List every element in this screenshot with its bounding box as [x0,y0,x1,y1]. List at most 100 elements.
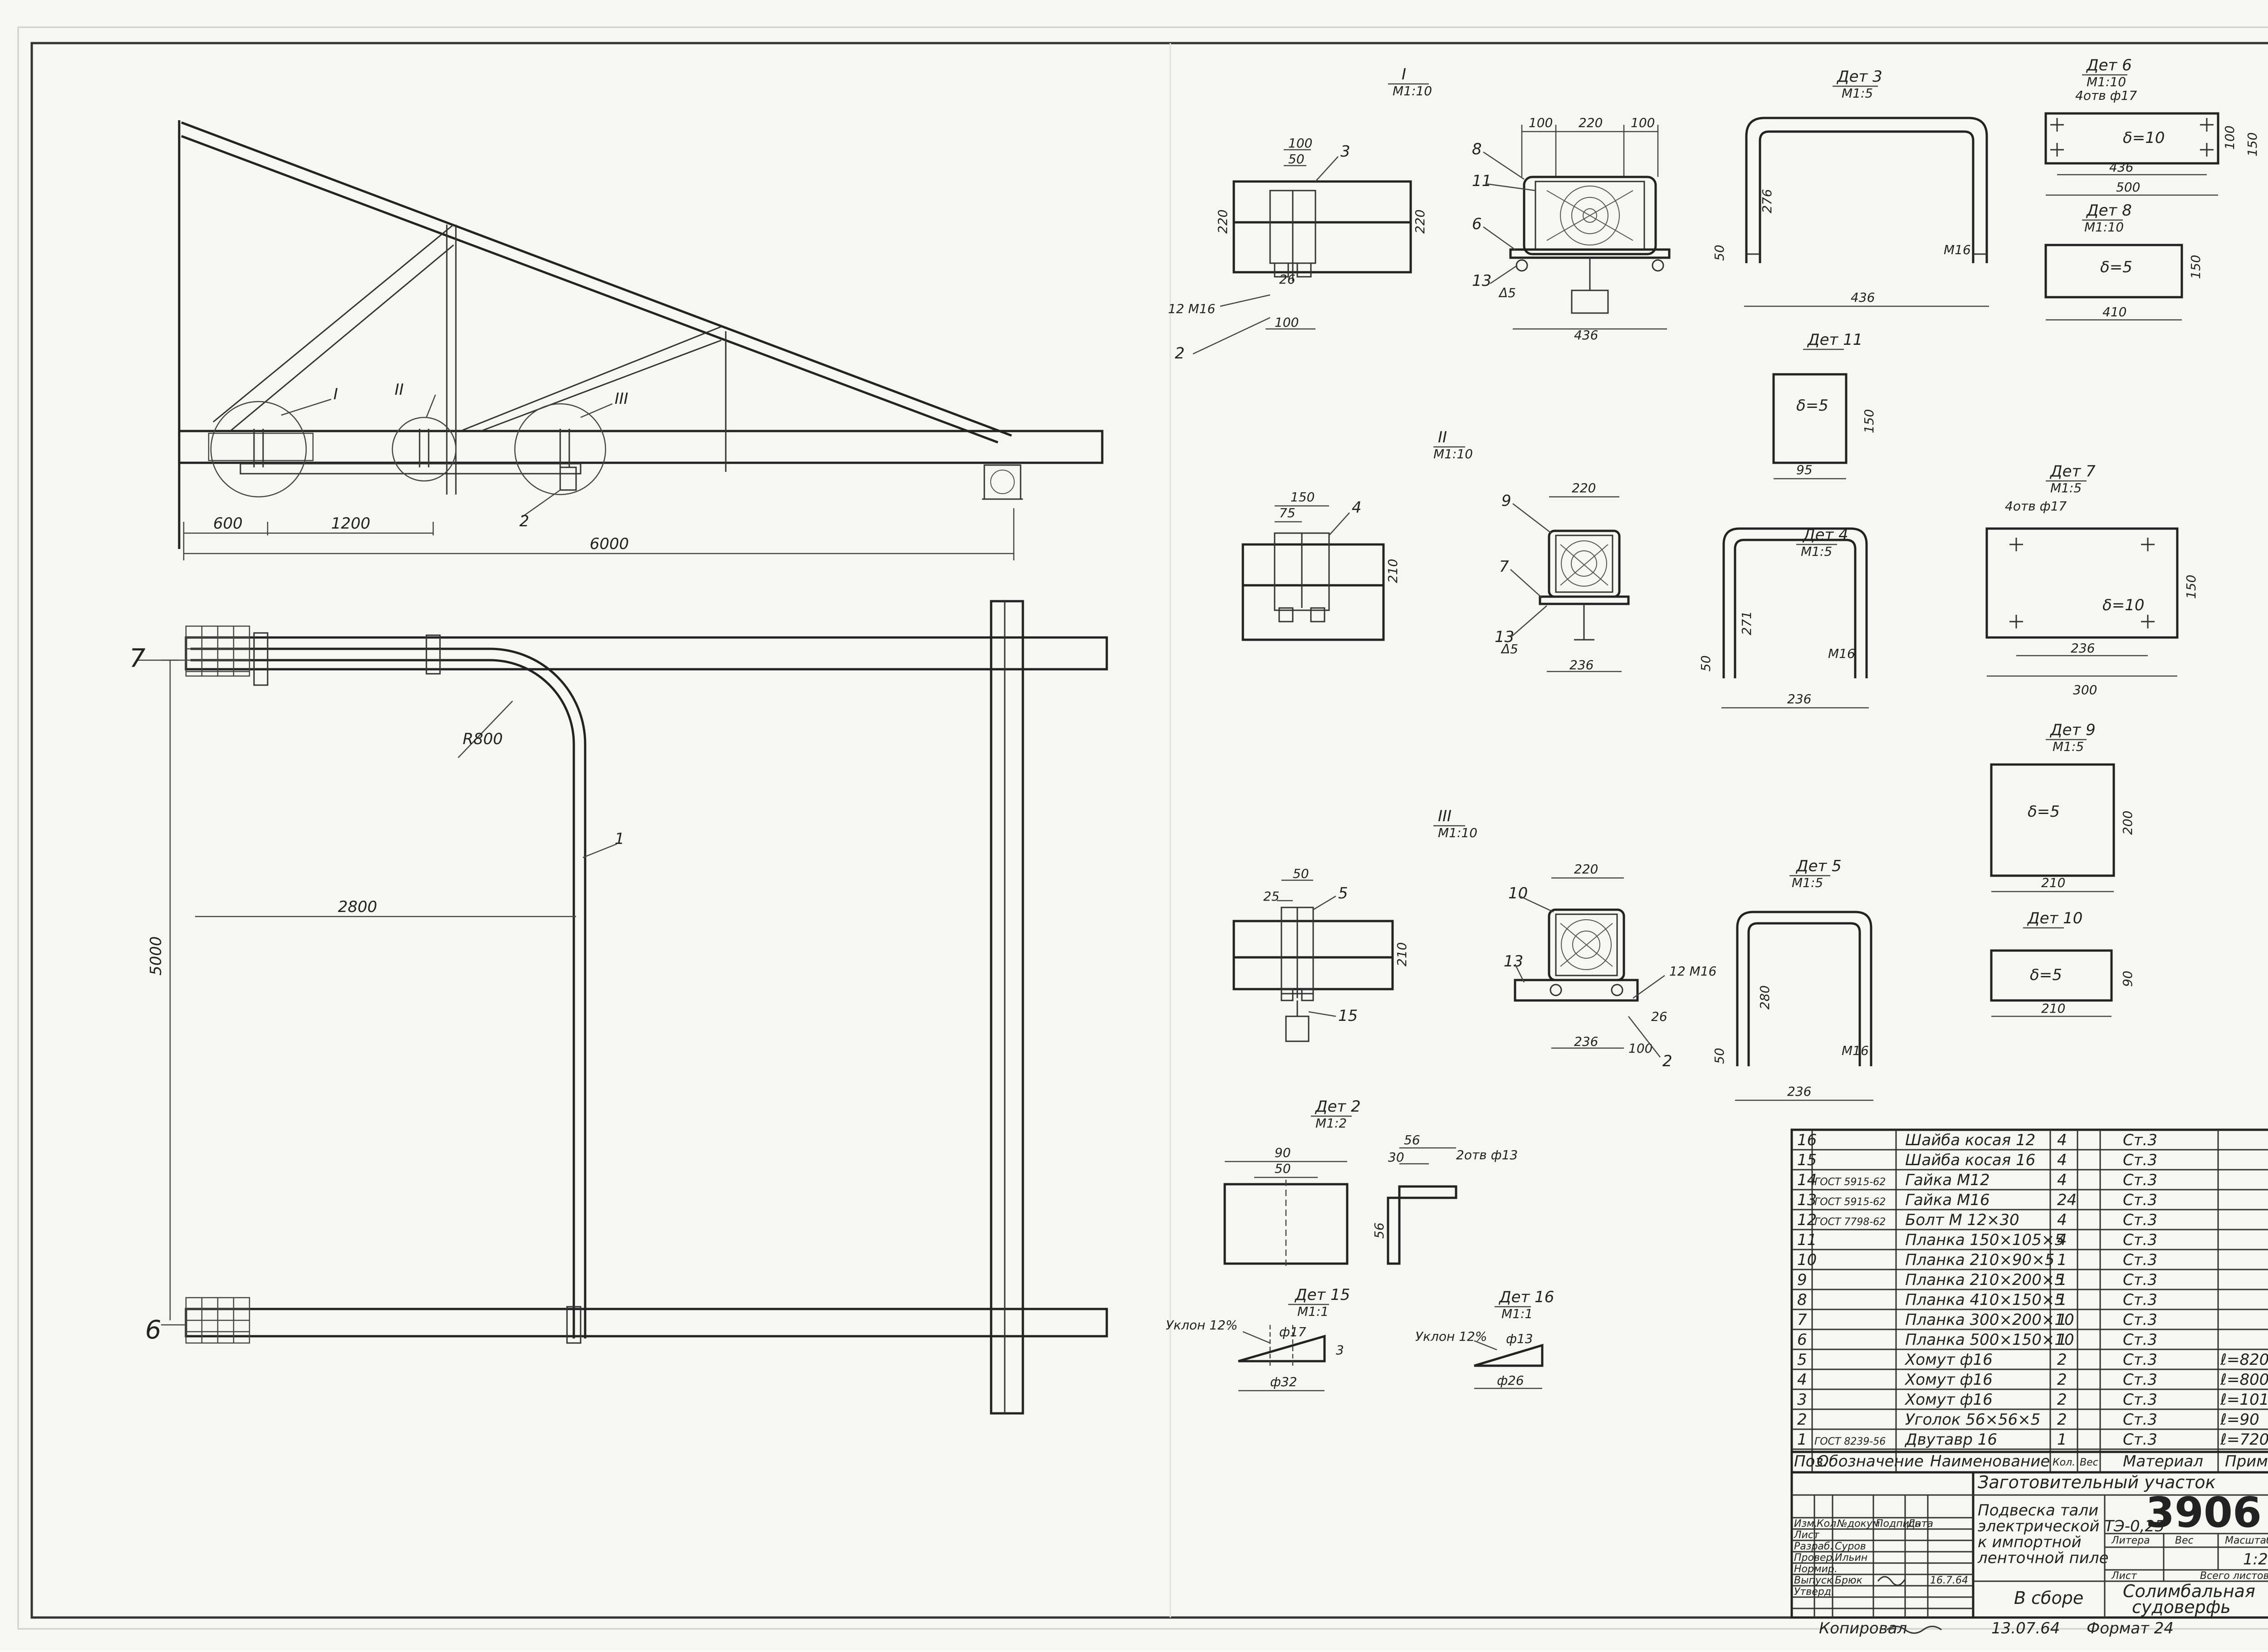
svg-text:410: 410 [2102,304,2126,319]
svg-text:III: III [1438,807,1452,825]
section-II-right: 220 236 9 7 13 Δ5 [1495,480,1630,672]
bom-cell-qty: 4 [2057,1171,2067,1189]
strut-2 [462,326,722,431]
section-III-right: 220 236 26 100 12 М16 10 13 2 [1504,862,1716,1070]
svg-text:М1:1: М1:1 [1501,1306,1533,1321]
svg-text:220: 220 [1574,862,1598,877]
org-name: Заготовительный участок [1978,1472,2216,1492]
det5: Дет 5 М1:5 236 280 50 М16 [1712,857,1873,1101]
svg-text:II: II [1438,428,1447,446]
svg-text:150: 150 [2245,132,2260,157]
person-role-1: Разраб. [1794,1541,1833,1552]
role-doc: №докум. [1837,1518,1883,1529]
bom-head-mat: Материал [2123,1452,2203,1471]
svg-text:ф17: ф17 [1279,1324,1306,1339]
svg-text:Δ5: Δ5 [1501,642,1518,657]
svg-text:Дет 8: Дет 8 [2086,201,2132,220]
callout-II: II [395,381,404,399]
title-block: Заготовительный участок Подвеска тали эл… [1790,1471,2268,1619]
svg-text:М1:2: М1:2 [1315,1116,1347,1131]
bom-cell-mat: Ст.3 [2123,1311,2157,1329]
sheets-label: Всего листов [2200,1570,2268,1582]
det7: Дет 7 М1:5 4отв ф17 δ=10 236 300 150 [1985,462,2199,697]
svg-text:М1:1: М1:1 [1297,1304,1329,1319]
bom-cell-std: ГОСТ 5915-62 [1814,1176,1886,1188]
bom-cell-mat: Ст.3 [2123,1151,2157,1169]
bom-cell-name: Планка 300×200×10 [1905,1311,2074,1329]
svg-text:I: I [1402,65,1406,83]
top-beam [185,636,1108,671]
bom-cell-pos: 2 [1797,1411,1807,1429]
bom-cell-pos: 9 [1797,1271,1807,1289]
bom-columns [1811,1130,2219,1472]
detail-circle-III [514,403,606,495]
svg-text:10: 10 [1508,884,1528,902]
svg-text:δ=5: δ=5 [2030,966,2062,984]
svg-text:15: 15 [1338,1007,1358,1025]
person-role-4: Выпуск [1794,1575,1833,1586]
bom-cell-name: Планка 210×90×5 [1905,1251,2054,1269]
svg-text:100: 100 [1628,1041,1652,1056]
bom-cell-qty: 1 [2057,1311,2067,1329]
bom-cell-pos: 4 [1797,1371,1807,1389]
bom-cell-pos: 7 [1797,1311,1807,1329]
det10: Дет 10 δ=5 210 90 [1990,909,2135,1017]
bom-cell-pos: 1 [1797,1431,1807,1449]
person-role-0: Лист [1794,1529,1820,1541]
svg-text:Дет 6: Дет 6 [2086,56,2132,74]
company-1: Солимбальная [2123,1581,2255,1601]
svg-text:210: 210 [1385,559,1400,583]
svg-text:50: 50 [1698,655,1713,672]
bom-cell-qty: 1 [2057,1271,2067,1289]
bom-cell-name: Хомут ф16 [1904,1391,1993,1409]
svg-text:5: 5 [1338,884,1348,902]
svg-text:220: 220 [1215,210,1230,234]
axis-7: 7 [129,644,146,673]
bom-cell-name: Двутавр 16 [1904,1431,1997,1449]
svg-text:М1:10: М1:10 [1433,446,1473,461]
bom-cell-mat: Ст.3 [2123,1191,2157,1209]
bom-cell-name: Планка 500×150×10 [1905,1331,2074,1349]
svg-text:2отв ф13: 2отв ф13 [1456,1147,1518,1162]
bom-cell-pos: 16 [1797,1131,1817,1149]
svg-text:236: 236 [1569,657,1593,672]
bom-head-note: Прим. [2225,1452,2268,1471]
svg-text:М1:5: М1:5 [2053,739,2084,754]
svg-text:М1:5: М1:5 [1792,875,1823,890]
svg-text:236: 236 [1574,1034,1598,1049]
dim-5000: 5000 [147,936,165,976]
section-I-left: I М1:10 100 50 220 220 26 100 12 М16 2 3 [1168,65,1432,363]
bom-cell-note: ℓ=7200 [2220,1431,2268,1449]
svg-text:276: 276 [1760,189,1774,213]
bom-cell-qty: 24 [2057,1191,2077,1209]
axis-6: 6 [145,1315,161,1345]
dim-2800: 2800 [338,898,377,916]
bom-cell-qty: 1 [2057,1291,2067,1309]
bom-head-pos: Поз. [1794,1452,1828,1471]
svg-text:Дет 16: Дет 16 [1498,1288,1554,1306]
signature-scribble [1877,1576,1906,1586]
section-I-right: 100 220 100 436 8 11 6 13 Δ5 [1472,115,1671,343]
copied-label: Копировал [1819,1619,1907,1637]
bom-cell-pos: 10 [1797,1251,1817,1269]
det15: Дет 15 М1:1 Уклон 12% ф17 ф32 3 [1166,1286,1350,1392]
svg-text:150: 150 [1862,409,1877,433]
bom-cell-qty: 4 [2057,1131,2067,1149]
copied-date: 13.07.64 [1991,1619,2060,1637]
svg-text:13: 13 [1472,272,1491,290]
person-role-2: Провер. [1794,1552,1835,1564]
svg-text:δ=5: δ=5 [2100,258,2132,276]
bom-cell-mat: Ст.3 [2123,1371,2157,1389]
svg-text:М1:5: М1:5 [1842,86,1873,101]
svg-text:Дет 2: Дет 2 [1315,1098,1361,1116]
det16: Дет 16 М1:1 Уклон 12% ф13 ф26 [1415,1288,1554,1389]
bom-cell-name: Уголок 56×56×5 [1905,1411,2040,1429]
callout-I: I [333,385,338,403]
svg-text:75: 75 [1279,505,1295,520]
bom-cell-pos: 12 [1797,1211,1817,1229]
strut-1 [213,224,454,423]
clamps [253,429,570,467]
det6: Дет 6 М1:10 4отв ф17 δ=10 436 500 100 15… [2044,56,2260,196]
det11: Дет 11 δ=5 95 150 [1772,331,1877,480]
svg-text:Дет 9: Дет 9 [2049,721,2096,739]
